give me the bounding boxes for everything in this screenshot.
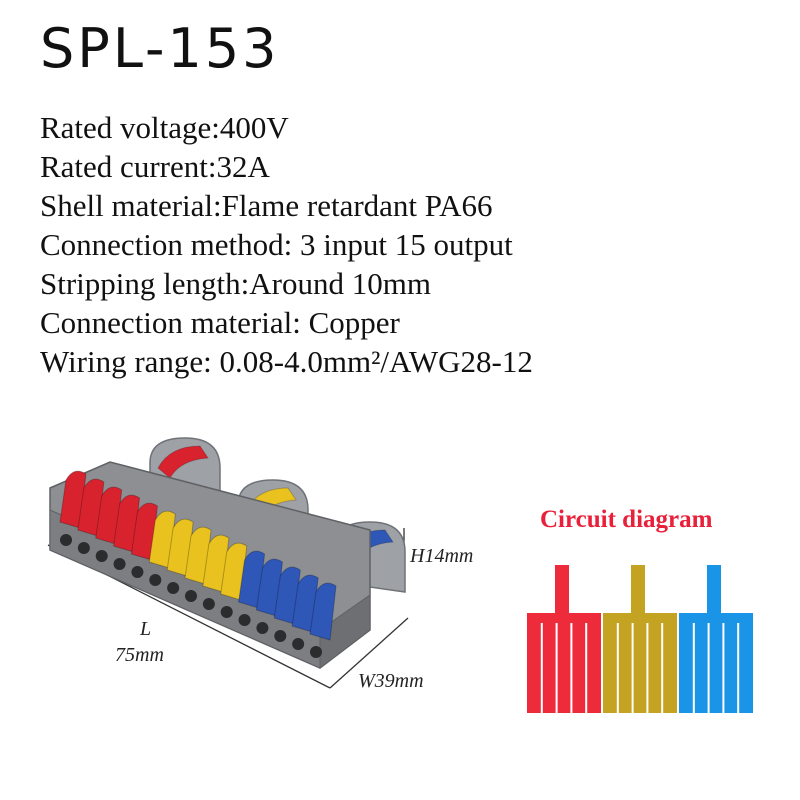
output-lever xyxy=(130,502,158,561)
output-lever xyxy=(77,478,105,537)
circuit-output-slit xyxy=(570,623,573,713)
output-lever xyxy=(184,526,212,585)
circuit-output-slit xyxy=(540,623,543,713)
wire-hole xyxy=(274,630,287,642)
circuit-group xyxy=(679,565,753,713)
circuit-input-tab xyxy=(631,565,645,617)
circuit-diagram xyxy=(527,565,753,713)
circuit-input-tab xyxy=(707,565,721,617)
output-lever xyxy=(309,582,337,641)
spec-rated-current: Rated current:32A xyxy=(40,149,270,184)
height-dimension-label: H14mm xyxy=(410,545,474,567)
wire-hole xyxy=(202,598,215,610)
wire-hole xyxy=(95,550,108,562)
circuit-diagram-title: Circuit diagram xyxy=(540,506,713,533)
spec-rated-voltage: Rated voltage:400V xyxy=(40,110,289,145)
circuit-output-slit xyxy=(722,623,725,713)
output-lever xyxy=(166,518,194,577)
circuit-bus-body xyxy=(603,613,677,713)
circuit-output-slit xyxy=(646,623,649,713)
circuit-bus-body xyxy=(527,613,601,713)
spec-shell-material: Shell material:Flame retardant PA66 xyxy=(40,188,493,223)
output-lever xyxy=(95,486,123,545)
output-lever xyxy=(255,558,283,617)
output-lever xyxy=(59,470,87,529)
output-lever xyxy=(291,574,319,633)
output-lever xyxy=(273,566,301,625)
wire-hole xyxy=(149,574,162,586)
circuit-output-slit xyxy=(631,623,634,713)
circuit-output-slit xyxy=(737,623,740,713)
circuit-output-slit xyxy=(555,623,558,713)
output-lever xyxy=(148,510,176,569)
spec-connection-method: Connection method: 3 input 15 output xyxy=(40,227,513,262)
output-lever xyxy=(113,494,141,553)
spec-stripping-length: Stripping length:Around 10mm xyxy=(40,266,431,301)
product-title: SPL-153 xyxy=(40,17,280,80)
circuit-output-slit xyxy=(707,623,710,713)
circuit-bus-body xyxy=(679,613,753,713)
wire-hole xyxy=(131,566,144,578)
circuit-output-slit xyxy=(692,623,695,713)
wire-hole xyxy=(256,622,269,634)
wire-hole xyxy=(220,606,233,618)
wire-hole xyxy=(167,582,180,594)
length-symbol-label: L xyxy=(140,618,152,640)
width-dimension-line xyxy=(329,617,409,689)
output-lever xyxy=(220,542,248,601)
output-lever xyxy=(202,534,230,593)
spec-connection-material: Connection material: Copper xyxy=(40,305,400,340)
length-dimension-label: 75mm xyxy=(115,644,164,666)
circuit-output-slit xyxy=(616,623,619,713)
wire-hole xyxy=(310,646,322,658)
spec-list: Rated voltage:400V Rated current:32A She… xyxy=(40,108,533,381)
circuit-group xyxy=(527,565,601,713)
spec-wiring-range: Wiring range: 0.08-4.0mm²/AWG28-12 xyxy=(40,344,533,379)
output-lever xyxy=(238,550,266,609)
circuit-output-slit xyxy=(661,623,664,713)
circuit-group xyxy=(603,565,677,713)
wire-hole xyxy=(238,614,251,626)
connector-product-image xyxy=(47,437,409,689)
input-lever xyxy=(157,445,209,479)
circuit-input-tab xyxy=(555,565,569,617)
wire-hole xyxy=(185,590,197,602)
wire-hole xyxy=(60,534,72,546)
circuit-output-slit xyxy=(585,623,588,713)
wire-hole xyxy=(77,542,90,554)
wire-hole xyxy=(113,558,126,570)
wire-hole xyxy=(292,638,305,650)
width-dimension-label: W39mm xyxy=(358,670,424,692)
